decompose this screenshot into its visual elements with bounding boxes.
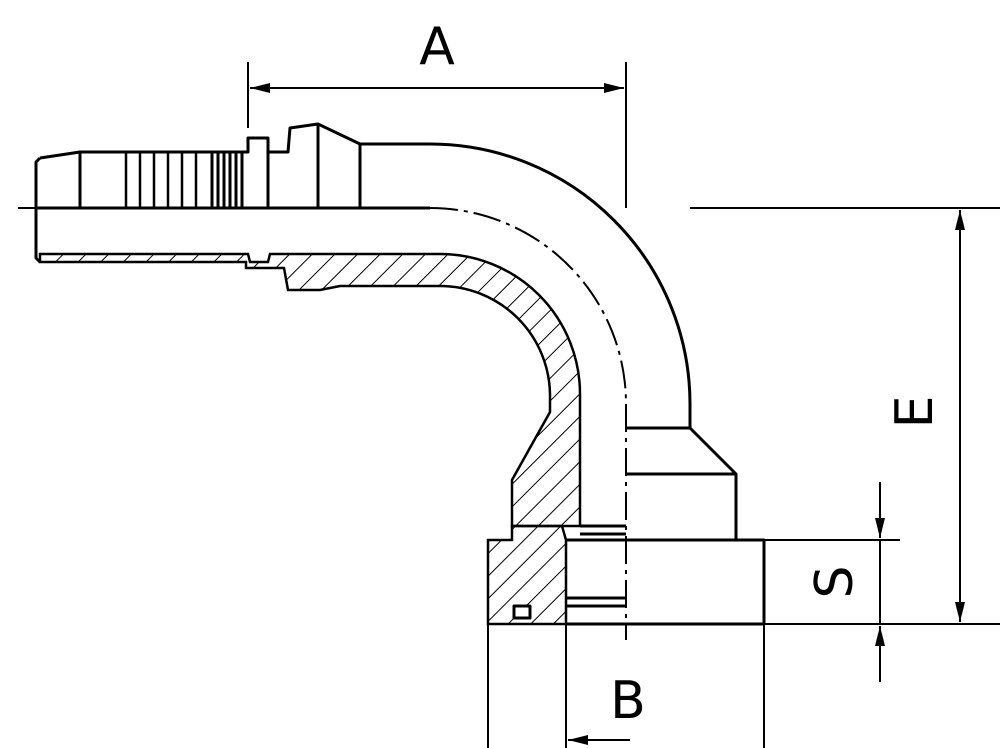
fitting-outline xyxy=(34,122,766,626)
hose-tail xyxy=(39,122,692,430)
dimension-lines xyxy=(250,83,965,745)
flange-section xyxy=(486,524,568,626)
seal-groove xyxy=(512,604,532,620)
label-b: B xyxy=(610,671,646,731)
lower-wall-section xyxy=(38,252,582,528)
flange-head xyxy=(566,538,766,626)
knurl-band xyxy=(210,152,244,208)
label-s: S xyxy=(805,565,865,598)
label-a: A xyxy=(419,17,455,77)
bend-centerline xyxy=(429,207,627,405)
label-e: E xyxy=(885,396,945,429)
extension-lines xyxy=(247,62,1000,748)
section-hatching xyxy=(38,252,582,626)
tail-tip xyxy=(34,156,42,264)
tail-grooves xyxy=(124,152,198,208)
flange-body xyxy=(626,426,738,542)
